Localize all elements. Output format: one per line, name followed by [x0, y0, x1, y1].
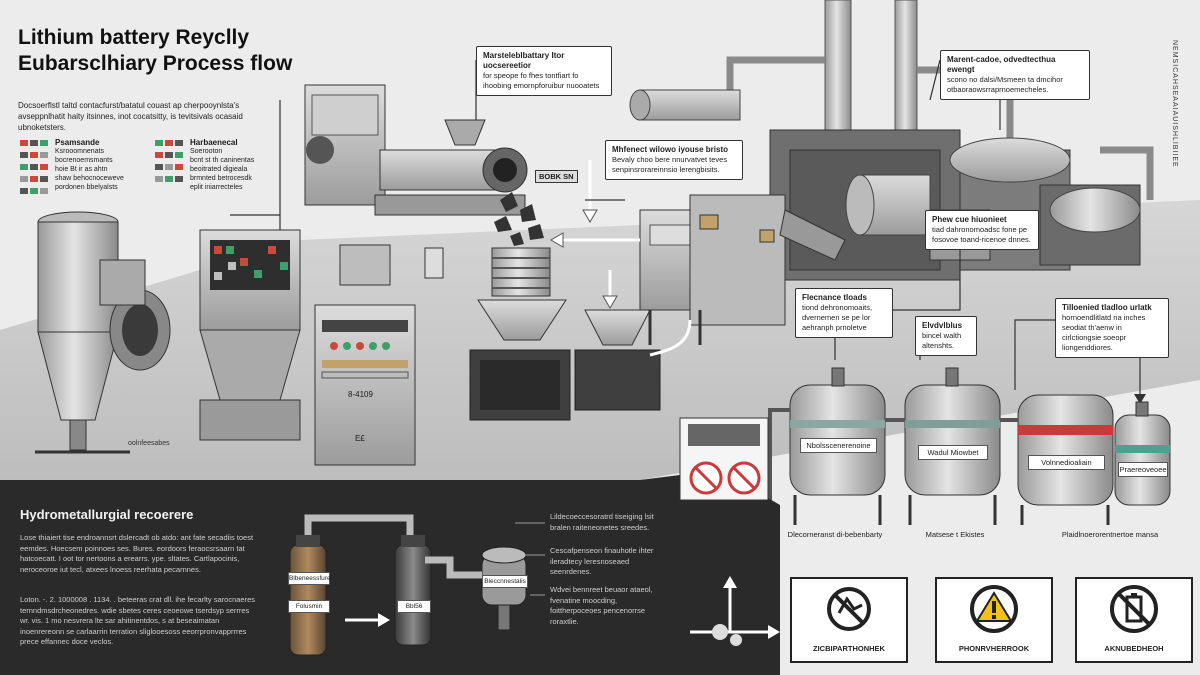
callout-separation: Mhfenect wilowo iyouse bristo Bevaly cho… [605, 140, 743, 180]
tank-label: Volnnedioaliain [1028, 455, 1105, 470]
callout-title: Phew cue hiuonieet [932, 215, 1007, 224]
callout-leach: Elvdvlblus bincel walth altenshts. [915, 316, 977, 356]
sign-caption: PHONRVHERROOK [958, 644, 1030, 653]
callout-body: tiad dahronomoadsc fone pe fosovoe toand… [932, 225, 1031, 244]
instrument-panel [314, 304, 416, 466]
legend-line: hoie Bt ir as ahtn [55, 166, 108, 173]
safety-sign-warning: PHONRVHERROOK [935, 577, 1053, 663]
safety-sign-recycling: ZICBIPARTHONHEK [790, 577, 908, 663]
callout-gas: Phew cue hiuonieet tiad dahronomoadsc fo… [925, 210, 1039, 250]
tank-caption: Dlecorneranst di-bebenbarty [787, 530, 883, 539]
hydro-note: Wdvei bennreet beuaor ataeol, fvenatine … [550, 585, 653, 626]
recycle-prohibited-icon [827, 587, 871, 631]
rotary-kiln [629, 89, 931, 236]
hydro-paragraph-1: Lose thiaiert tise endroannsrt dslercadt… [20, 533, 254, 574]
hydrometallurgy-panel-bg [0, 470, 780, 675]
tank-caption: Matsese t Ekistes [925, 530, 985, 539]
bottle-label: Blbeneessfure [288, 572, 331, 585]
callout-title: Mhfenect wilowo iyouse bristo [612, 145, 729, 154]
legend-title: Harbaenecal [190, 138, 238, 147]
callout-body: for speope fo fhes tontfiart fo ihoobing… [483, 71, 600, 90]
tank-label: Praereoveoee [1118, 462, 1168, 477]
warning-icon [970, 585, 1018, 633]
legend-line: eplit iniarrecteles [190, 184, 243, 191]
legend-line: beoitrated digieala [190, 166, 248, 173]
hazard-board [679, 417, 769, 501]
control-cabinet [639, 194, 846, 345]
hydro-note: Cescafpenseon finauhotle ihter ileradtec… [550, 546, 654, 576]
legend-line: bocrenoemsmants [55, 157, 113, 164]
magnetic-separator [469, 247, 571, 421]
flow-arrows [560, 160, 692, 357]
legend-title: Psamsande [55, 138, 100, 147]
tank-caption: Plaidlnoerorentnertoe mansa [1061, 530, 1159, 539]
callout-body: hornoendlitlatd na inches seodiat th'aen… [1062, 313, 1146, 352]
callout-body: tiond dehronomoaits, dvernemen se pe lor… [802, 303, 873, 332]
sorting-hopper [574, 309, 661, 411]
legend-line: brmnted betrocesdk [190, 175, 252, 182]
tank-label: Wadul Miowbet [918, 445, 988, 460]
hydro-paragraph-2: Loton. -. 2. 1000008 . 1134. . beteeras … [20, 595, 256, 646]
cyclone-caption: oolnfeesabes [128, 440, 170, 447]
callout-recovery: Tilloenied tladloo urlatk hornoendlitlat… [1055, 298, 1169, 358]
legend-line: bcnt st th caninentas [190, 157, 255, 164]
title-line-2: Eubarsclhiary Process flow [18, 52, 293, 75]
legend-line: pordonen bbelyalsts [55, 184, 118, 191]
control-label: BOBK SN [535, 170, 578, 183]
callout-body: scono no dalsi/Msmeen ta dmcihor otbaora… [947, 75, 1063, 94]
callout-tank-feed: Flecnance tloads tiond dehronomoaits, dv… [795, 288, 893, 338]
intro-text: Docsoerflstl taltd contacfurst/batatul c… [18, 101, 243, 132]
hydro-note: Lildecoeccesoratrd tiseiging lsit bralen… [550, 512, 654, 532]
legend-line: Ksrooomnenats [55, 148, 105, 155]
bottom-flow-arrows [690, 585, 770, 634]
tank-label: Nbolsscenerenoine [800, 438, 877, 453]
bottle-label: Bbl56 [397, 600, 431, 613]
legend-line: shaw behocnoceweve [55, 175, 124, 182]
junction-box [339, 244, 391, 286]
crusher-unit [304, 84, 528, 216]
pressure-gauge [424, 247, 444, 279]
callout-body: Bevaly choo bere nnurvatvet teves senpin… [612, 155, 728, 174]
cyclone-separator [35, 211, 171, 454]
legend-block-2: Harbaenecal Soerooton bcnt st th caninen… [190, 138, 285, 192]
legend-line: Soerooton [190, 148, 223, 155]
bottle-label: Bleccnnestalis [482, 575, 528, 588]
callout-title: Marent-cadoe, odvedtecthua ewengt [947, 55, 1056, 74]
no-battery-icon [1110, 585, 1158, 633]
callout-title: Marsteleblbattary Itor uocsereetior [483, 51, 565, 70]
legend-block-1: Psamsande Ksrooomnenats bocrenoemsmants … [55, 138, 150, 192]
callout-body: bincel walth altenshts. [922, 331, 962, 350]
callout-title: Flecnance tloads [802, 293, 867, 302]
legend-swatches [20, 140, 183, 194]
bottle-label: Folusmin [288, 600, 330, 613]
shredded-material [494, 192, 544, 246]
safety-sign-no-battery: AKNUBEDHEOH [1075, 577, 1193, 663]
callout-sorting: Marsteleblbattary Itor uocsereetior for … [476, 46, 612, 96]
hydro-title: Hydrometallurgial recoerere [20, 507, 194, 522]
callout-title: Elvdvlblus [922, 321, 963, 330]
sign-caption: ZICBIPARTHONHEK [813, 644, 885, 653]
panel-number: 8-4109 [348, 390, 373, 399]
callout-title: Tilloenied tladloo urlatk [1062, 303, 1152, 312]
callout-furnace: Marent-cadoe, odvedtecthua ewengt scono … [940, 50, 1090, 100]
title-line-1: Lithium battery Reyclly [18, 26, 250, 49]
side-vertical-text: NEMSICAHSEAAIAUISHLIBIIEE [1171, 40, 1178, 168]
plc-control-panel [199, 229, 301, 441]
sign-caption: AKNUBEDHEOH [1104, 644, 1164, 653]
recycle-mark-icon [712, 624, 742, 646]
panel-small-label: E£ [355, 434, 365, 443]
